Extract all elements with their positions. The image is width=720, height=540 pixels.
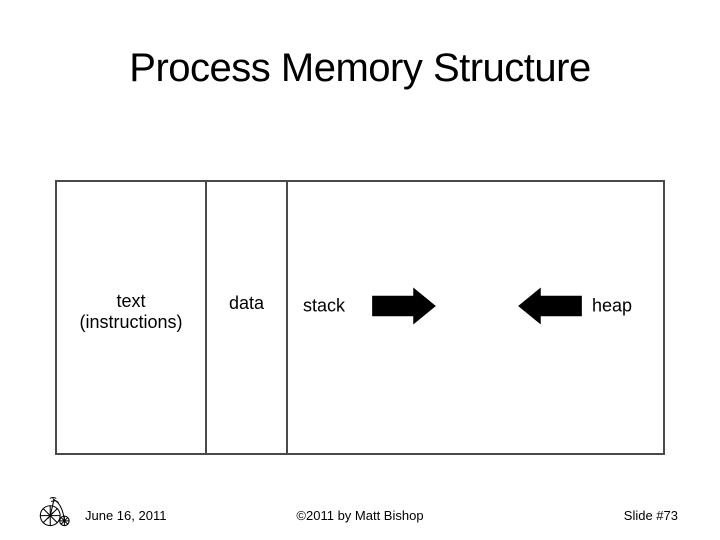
segment-text-label: text (instructions) (79, 291, 182, 333)
left-block-arrow-icon (518, 287, 582, 324)
penny-farthing-bicycle-icon (39, 496, 70, 527)
heap-label: heap (591, 295, 632, 315)
footer-date: June 16, 2011 (85, 508, 167, 523)
right-block-arrow-icon (372, 287, 436, 324)
footer-copyright: ©2011 by Matt Bishop (296, 508, 424, 523)
segment-stack-heap: stack heap (288, 182, 663, 453)
segment-text-label-line2: (instructions) (79, 311, 183, 332)
slide-title: Process Memory Structure (129, 46, 591, 90)
segment-data: data (207, 182, 288, 453)
stack-label: stack (303, 295, 346, 315)
segment-text-label-line1: text (116, 290, 146, 311)
segment-text: text (instructions) (57, 182, 207, 453)
segment-data-label: data (228, 293, 265, 313)
process-memory-diagram: text (instructions) data stack heap (55, 180, 665, 455)
footer-slide-number: Slide #73 (623, 508, 678, 523)
